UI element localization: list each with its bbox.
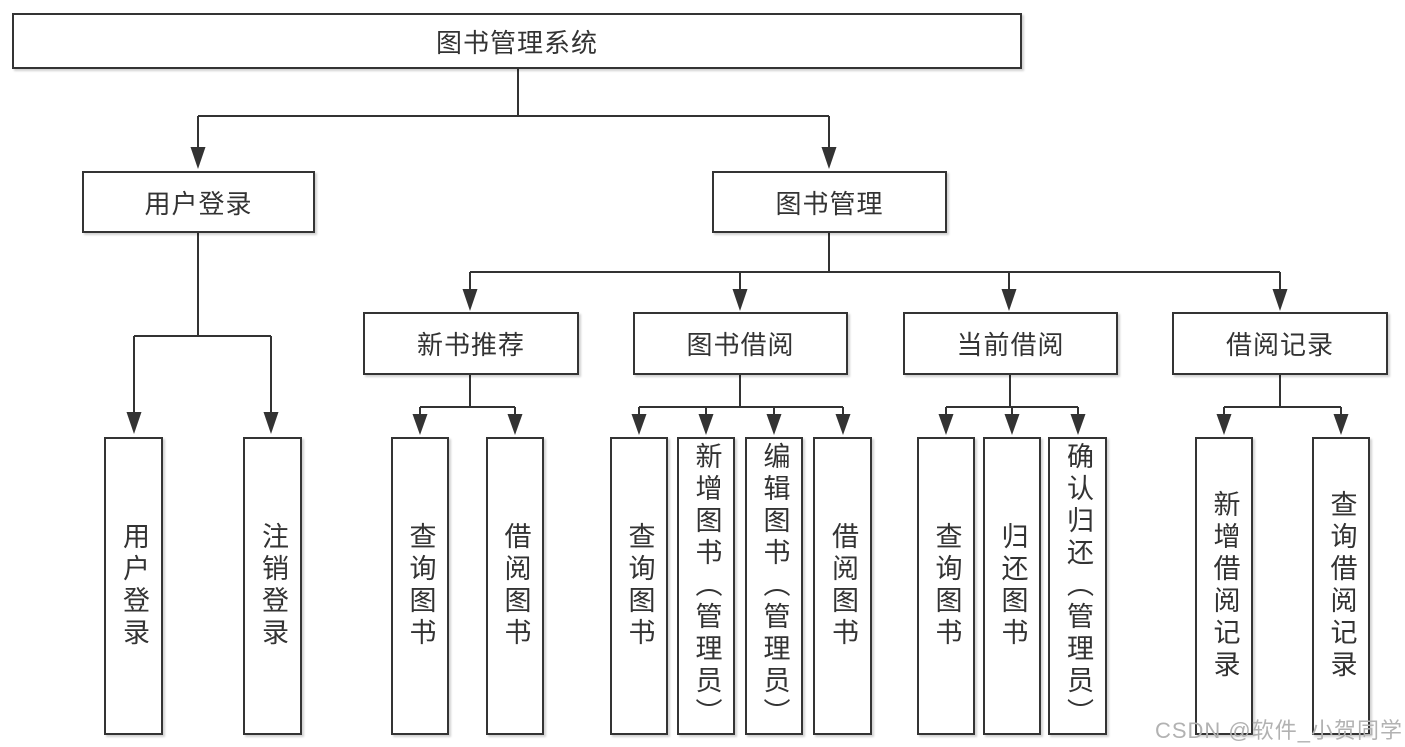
node-new-book-recommend: 新书推荐 (363, 312, 579, 375)
arrow-down-icon (1004, 414, 1020, 435)
node-label: 图书管理系统 (435, 27, 598, 58)
leaf-edit-book-admin: 编辑图书（管理员） (745, 437, 803, 735)
arrow-down-icon (263, 412, 279, 434)
node-label: 新增图书（管理员） (691, 442, 722, 730)
node-book-borrow: 图书借阅 (633, 312, 848, 375)
node-label: 新书推荐 (416, 330, 525, 360)
leaf-query-books-borrow: 查询图书 (610, 437, 668, 735)
arrow-down-icon (1333, 414, 1349, 435)
node-label: 查询图书 (405, 522, 436, 650)
node-label: 借阅记录 (1225, 330, 1334, 360)
node-label: 查询图书 (624, 522, 655, 650)
arrow-down-icon (732, 289, 748, 311)
node-label: 查询图书 (931, 522, 962, 650)
arrow-down-icon (190, 147, 206, 169)
leaf-logout: 注销登录 (243, 437, 302, 735)
node-current-borrow: 当前借阅 (903, 312, 1118, 375)
arrow-down-icon (821, 147, 837, 169)
arrow-down-icon (766, 414, 782, 435)
node-label: 编辑图书（管理员） (759, 442, 790, 730)
watermark: CSDN @软件_小贺同学 (1154, 718, 1403, 743)
arrow-down-icon (938, 414, 954, 435)
node-label: 图书借阅 (686, 330, 795, 360)
leaf-confirm-return-admin: 确认归还（管理员） (1048, 437, 1107, 735)
node-user-login: 用户登录 (82, 171, 315, 233)
arrow-down-icon (1070, 414, 1086, 435)
node-label: 图书管理 (775, 188, 884, 219)
arrow-down-icon (507, 414, 523, 435)
arrow-down-icon (835, 414, 851, 435)
arrow-down-icon (412, 414, 428, 435)
leaf-return-book: 归还图书 (983, 437, 1041, 735)
arrow-down-icon (698, 414, 714, 435)
arrow-down-icon (1001, 289, 1017, 311)
node-label: 新增借阅记录 (1209, 490, 1240, 682)
leaf-add-borrow-record: 新增借阅记录 (1195, 437, 1253, 735)
leaf-add-book-admin: 新增图书（管理员） (677, 437, 735, 735)
node-library-system: 图书管理系统 (12, 13, 1022, 69)
node-label: 确认归还（管理员） (1063, 442, 1093, 730)
node-label: 用户登录 (119, 522, 149, 650)
node-borrow-records: 借阅记录 (1172, 312, 1388, 375)
leaf-query-books-current: 查询图书 (917, 437, 975, 735)
node-label: 当前借阅 (956, 330, 1065, 360)
node-label: 查询借阅记录 (1326, 490, 1357, 682)
node-label: 归还图书 (997, 522, 1028, 650)
arrow-down-icon (462, 289, 478, 311)
node-label: 借阅图书 (500, 522, 531, 650)
leaf-query-borrow-record: 查询借阅记录 (1312, 437, 1370, 735)
arrow-down-icon (1272, 289, 1288, 311)
leaf-user-login: 用户登录 (104, 437, 163, 735)
tree-lines (133, 69, 1342, 414)
arrowheads (126, 147, 1349, 435)
leaf-borrow-books-recommend: 借阅图书 (486, 437, 544, 735)
leaf-borrow-books: 借阅图书 (813, 437, 872, 735)
node-label: 借阅图书 (828, 522, 858, 650)
leaf-query-books-recommend: 查询图书 (391, 437, 449, 735)
node-book-management: 图书管理 (712, 171, 947, 233)
arrow-down-icon (126, 412, 142, 434)
node-label: 注销登录 (258, 522, 288, 650)
node-label: 用户登录 (144, 188, 253, 219)
arrow-down-icon (631, 414, 647, 435)
arrow-down-icon (1216, 414, 1232, 435)
